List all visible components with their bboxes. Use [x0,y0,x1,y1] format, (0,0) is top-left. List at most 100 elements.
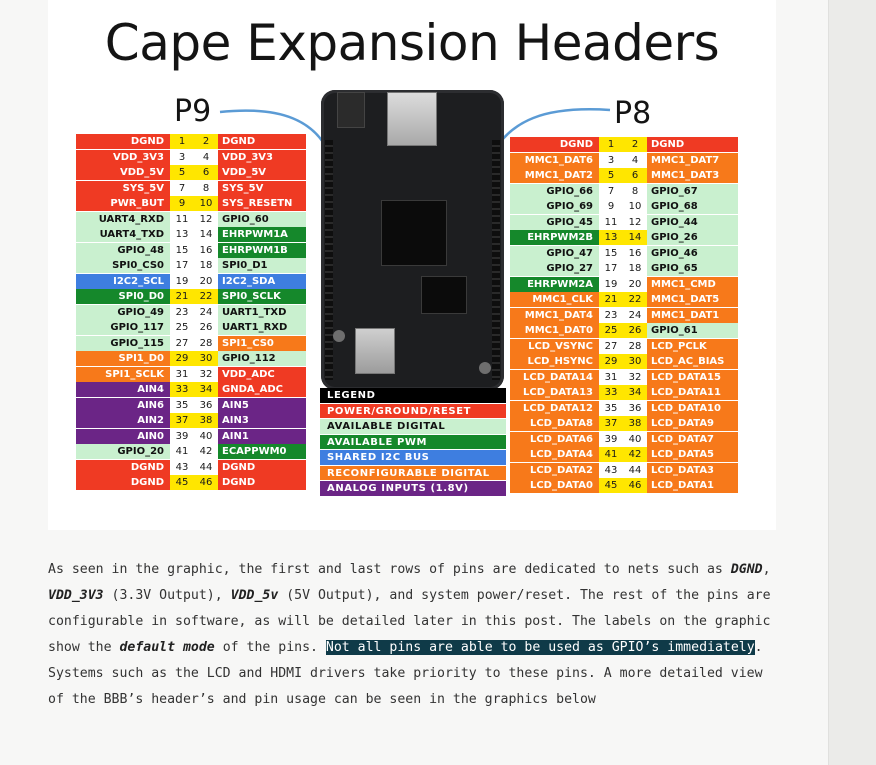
pin-label: SPI0_SCLK [218,289,306,304]
pin-label: I2C2_SCL [76,273,170,289]
text-run: of the pins. [214,640,326,655]
pin-number: 21 [170,289,194,304]
pin-number: 43 [170,459,194,475]
pin-number: 28 [194,335,218,351]
pin-number: 27 [170,335,194,351]
pin-label: I2C2_SDA [218,273,306,289]
pin-label: VDD_5V [218,165,306,180]
pin-number: 23 [599,307,623,323]
pin-number: 29 [170,351,194,366]
pin-label: MMC1_DAT5 [647,292,738,307]
legend-item: RECONFIGURABLE DIGITAL [320,465,506,481]
pin-number: 5 [599,168,623,183]
pin-label: MMC1_DAT1 [647,307,738,323]
pin-number: 11 [599,214,623,230]
pin-number: 7 [599,183,623,199]
bold-term: DGND [730,562,763,577]
text-run: As seen in the graphic, the first and la… [48,562,731,577]
pin-number: 20 [623,276,647,292]
beaglebone-board-image [321,90,504,390]
power-jack [337,92,365,128]
pin-label: AIN0 [76,428,170,444]
mount-hole [333,330,345,342]
pin-number: 8 [623,183,647,199]
pin-number: 18 [194,258,218,273]
pin-number: 43 [599,462,623,478]
figure-title: Cape Expansion Headers [104,14,720,72]
pin-number: 36 [623,400,647,416]
pin-label: GPIO_112 [218,351,306,366]
pin-label: LCD_DATA0 [510,478,599,493]
pin-number: 28 [623,338,647,354]
pin-number: 9 [599,199,623,214]
pin-label: GPIO_66 [510,183,599,199]
pin-label: LCD_PCLK [647,338,738,354]
pin-number: 9 [170,196,194,211]
pin-number: 45 [599,478,623,493]
pin-number: 33 [170,382,194,397]
pin-label: DGND [218,475,306,490]
pin-label: SYS_5V [218,180,306,196]
pin-label: EHRPWM2A [510,276,599,292]
pin-label: SPI1_D0 [76,351,170,366]
highlighted-text[interactable]: Not all pins are able to be used as GPIO… [325,640,755,655]
pin-number: 36 [194,397,218,413]
pin-label: UART4_TXD [76,227,170,242]
pin-number: 12 [623,214,647,230]
pin-label: LCD_DATA6 [510,431,599,447]
pin-number: 16 [623,245,647,261]
pin-number: 25 [170,320,194,335]
pin-label: LCD_DATA13 [510,385,599,400]
pin-label: DGND [218,134,306,149]
pin-number: 34 [623,385,647,400]
pin-label: GNDA_ADC [218,382,306,397]
pin-number: 1 [170,134,194,149]
pin-label: GPIO_27 [510,261,599,276]
pin-number: 11 [170,211,194,227]
text-run: , [762,562,771,577]
pin-number: 5 [170,165,194,180]
legend-item: POWER/GROUND/RESET [320,403,506,419]
pin-number: 32 [194,366,218,382]
pin-label: AIN2 [76,413,170,428]
pin-number: 12 [194,211,218,227]
pin-number: 4 [194,149,218,165]
pin-label: GPIO_61 [647,323,738,338]
pin-number: 13 [170,227,194,242]
pin-label: GPIO_117 [76,320,170,335]
pin-label: GPIO_26 [647,230,738,245]
pin-label: GPIO_46 [647,245,738,261]
pin-label: LCD_HSYNC [510,354,599,369]
pin-number: 4 [623,152,647,168]
pin-number: 44 [194,459,218,475]
memory-chip [421,276,467,314]
pin-number: 17 [599,261,623,276]
usb-port [355,328,395,374]
pin-label: EHRPWM2B [510,230,599,245]
pin-label: GPIO_20 [76,444,170,459]
pin-label: GPIO_48 [76,242,170,258]
pin-number: 3 [599,152,623,168]
pin-number: 10 [623,199,647,214]
pin-number: 23 [170,304,194,320]
p8-header-rail [492,140,500,380]
pin-label: SPI1_CS0 [218,335,306,351]
